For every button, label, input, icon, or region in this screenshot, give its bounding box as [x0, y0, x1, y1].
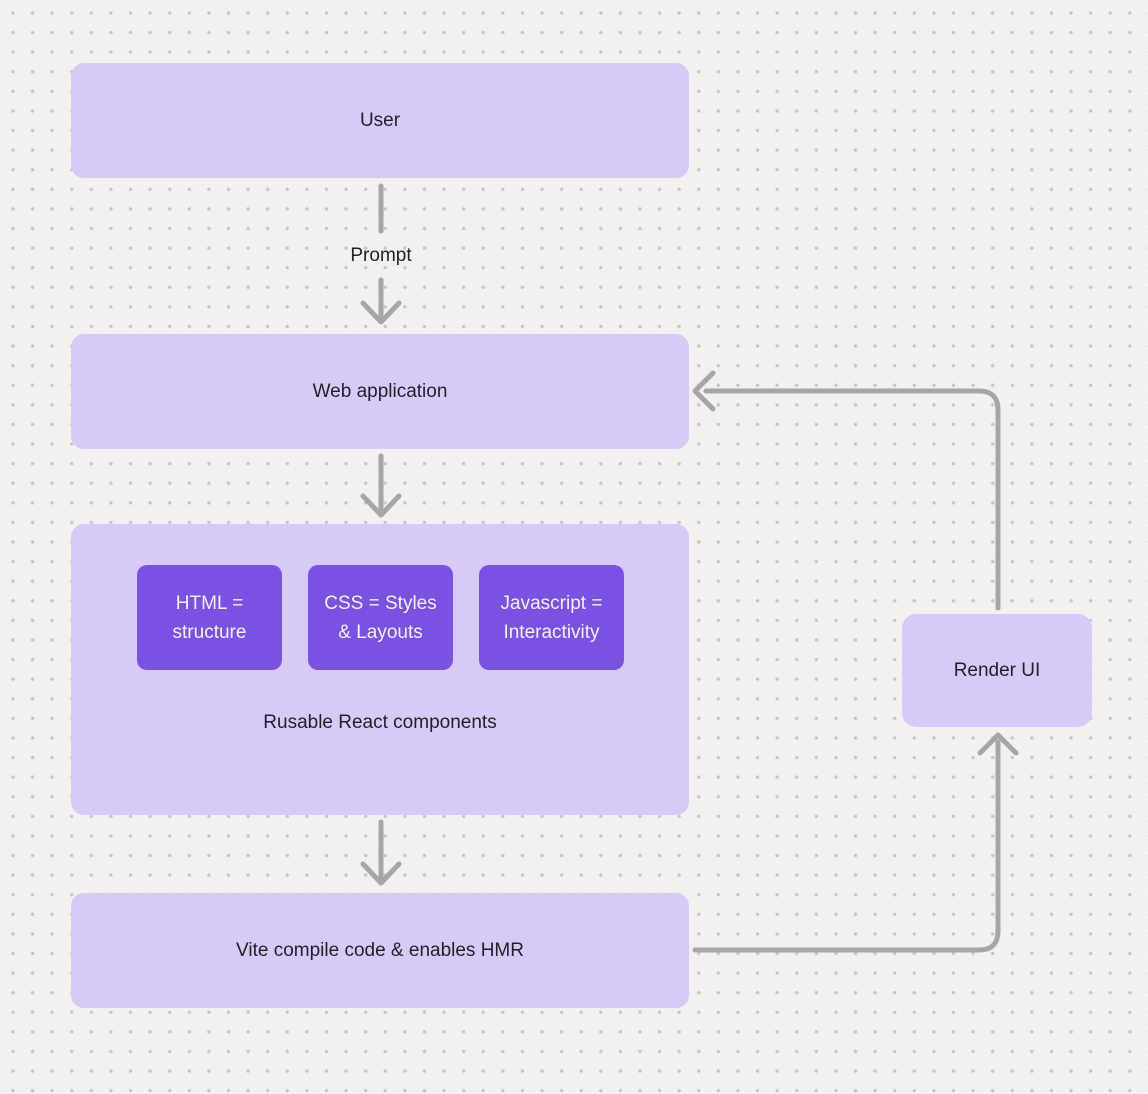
- edge-webapp-to-components[interactable]: [360, 453, 402, 518]
- node-user[interactable]: User: [71, 63, 689, 178]
- edge-render-ui-to-webapp-arrowhead-icon: [692, 370, 716, 412]
- chip-javascript[interactable]: Javascript = Interactivity: [479, 565, 624, 670]
- chip-css-label: CSS = Styles & Layouts: [324, 592, 437, 643]
- edge-components-to-vite-arrowhead-icon: [360, 861, 402, 886]
- edge-components-to-vite[interactable]: [360, 819, 402, 886]
- node-web-application[interactable]: Web application: [71, 334, 689, 449]
- node-web-application-label: Web application: [312, 380, 448, 402]
- edge-render-ui-to-webapp-segment: [703, 388, 1001, 611]
- node-vite-label: Vite compile code & enables HMR: [236, 939, 524, 961]
- edge-webapp-to-components-arrowhead-icon: [360, 493, 402, 518]
- edge-vite-to-render-ui-segment: [692, 739, 1001, 953]
- node-components-group[interactable]: HTML = structure CSS = Styles & Layouts …: [71, 524, 689, 815]
- edge-user-to-webapp[interactable]: [360, 183, 402, 325]
- node-render-ui[interactable]: Render UI: [902, 614, 1092, 727]
- node-user-label: User: [359, 109, 401, 131]
- chip-html[interactable]: HTML = structure: [137, 565, 282, 670]
- edge-vite-to-render-ui-arrowhead-icon: [977, 732, 1019, 756]
- components-group-label: Rusable React components: [263, 712, 497, 733]
- chip-html-label: HTML = structure: [172, 592, 247, 643]
- chip-javascript-label: Javascript = Interactivity: [500, 592, 603, 643]
- chip-css[interactable]: CSS = Styles & Layouts: [308, 565, 453, 670]
- components-chip-row: HTML = structure CSS = Styles & Layouts …: [137, 565, 624, 670]
- edge-vite-to-render-ui[interactable]: [692, 732, 1019, 953]
- node-vite[interactable]: Vite compile code & enables HMR: [71, 893, 689, 1008]
- node-render-ui-label: Render UI: [953, 659, 1041, 681]
- edge-user-to-webapp-arrowhead-icon: [360, 300, 402, 325]
- edge-render-ui-to-webapp[interactable]: [692, 370, 1001, 611]
- edge-label-prompt: Prompt: [350, 245, 412, 266]
